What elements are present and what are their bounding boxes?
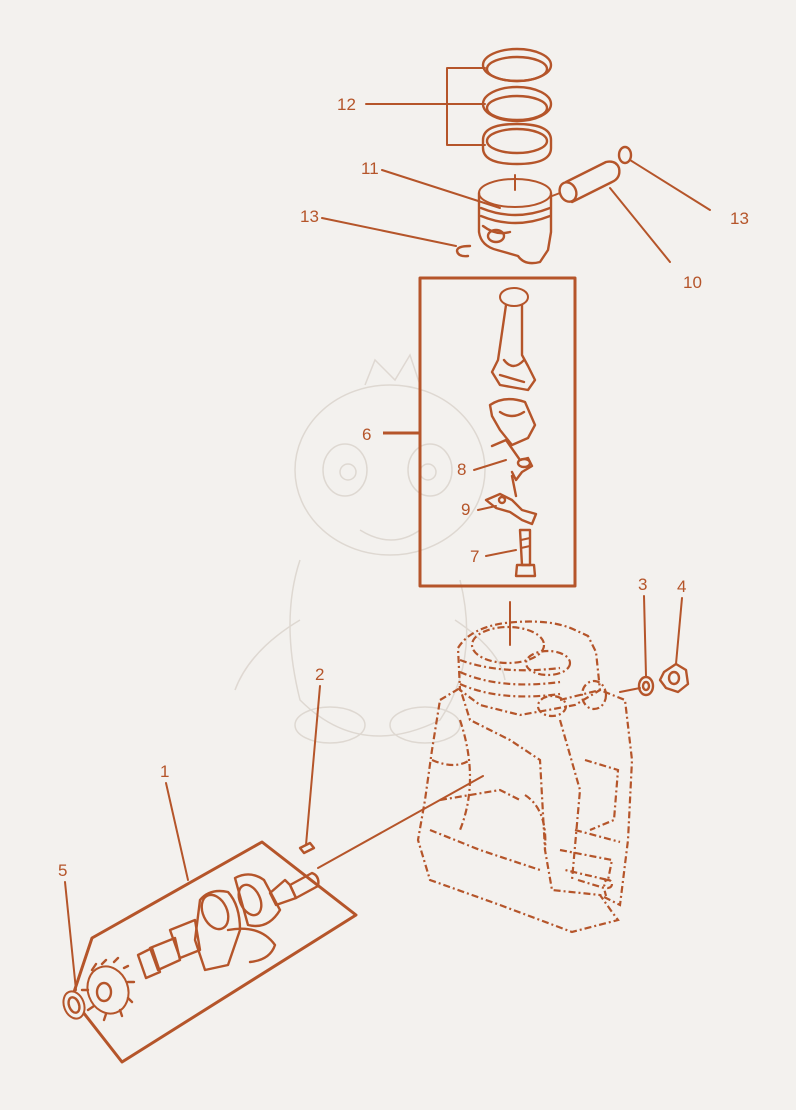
label-gear: 5 [58,861,67,880]
label-lock-plate: 8 [457,460,466,479]
engine-block [416,620,634,934]
label-piston-pin: 10 [683,273,702,292]
oil-dipper [484,474,538,526]
oil-seal [658,662,690,694]
watermark-mascot [234,353,506,744]
circlip-left [455,244,472,258]
piston-pin [551,160,621,204]
label-circlip-left: 13 [300,207,319,226]
piston-rings [446,47,553,166]
rod-cap [488,397,537,447]
thrust-washer [62,990,86,1020]
label-oil-dipper: 9 [461,500,470,519]
label-rod-bolt: 7 [470,547,479,566]
callout-labels: 12 11 13 13 10 6 8 9 7 3 4 2 1 5 [58,95,749,880]
label-circlip-right: 13 [730,209,749,228]
rod-bolt [514,528,537,578]
label-key: 2 [315,665,324,684]
label-washer: 3 [638,575,647,594]
label-crankshaft: 1 [160,762,169,781]
piston [477,174,553,265]
circlip-right [617,145,633,165]
crank-gear [80,956,136,1022]
label-seal: 4 [677,577,686,596]
lock-plate [490,438,534,482]
label-connecting-rod-assembly: 6 [362,425,371,444]
leader-lines [64,103,711,991]
label-piston: 11 [361,159,379,178]
connecting-rod [490,287,537,392]
washer [637,675,655,697]
crankshaft [136,871,320,980]
label-piston-rings: 12 [337,95,356,114]
